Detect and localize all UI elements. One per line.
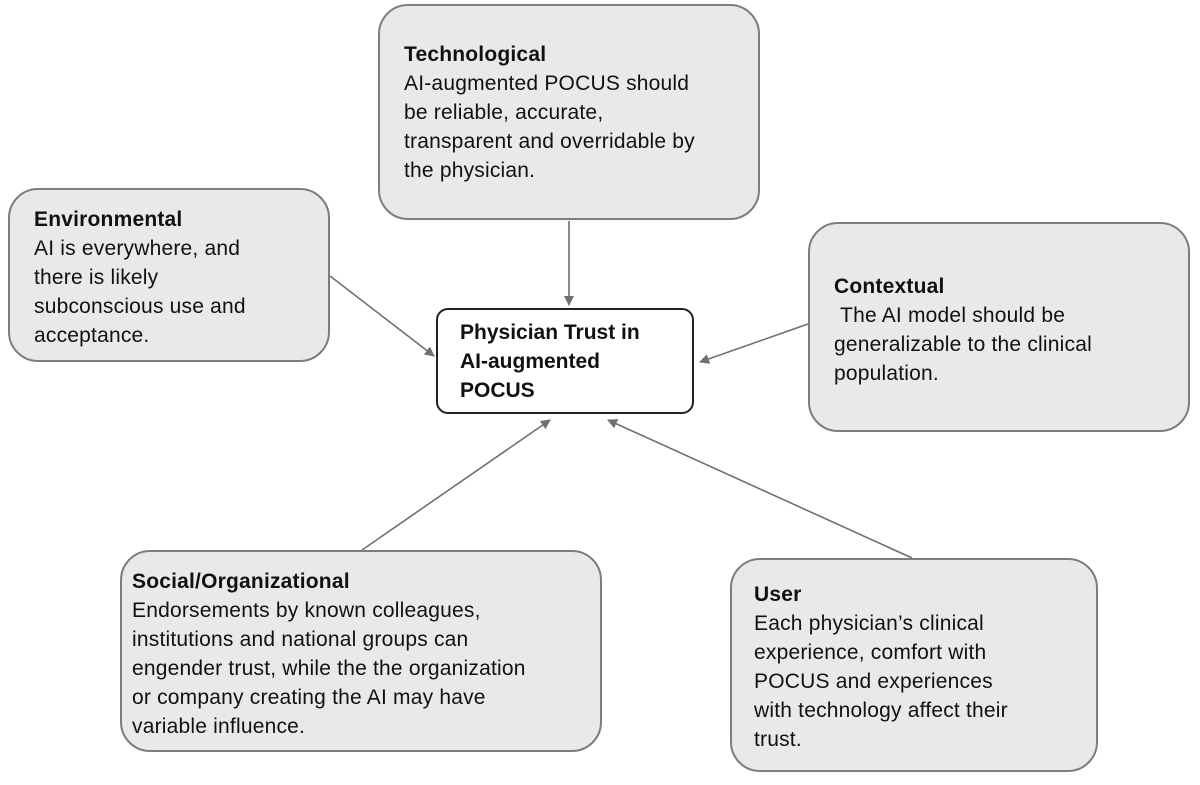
- technological-factor-box: Technological AI-augmented POCUS should …: [378, 4, 760, 220]
- arrow-environmental: [329, 275, 435, 357]
- environmental-title: Environmental: [34, 208, 183, 231]
- central-concept-box: Physician Trust in AI-augmented POCUS: [436, 308, 694, 414]
- user-title: User: [754, 583, 802, 606]
- social-organizational-factor-box: Social/Organizational Endorsements by kn…: [120, 550, 602, 752]
- user-factor-box: User Each physician’s clinical experienc…: [730, 558, 1098, 772]
- environmental-factor-box: Environmental AI is everywhere, and ther…: [8, 188, 330, 362]
- contextual-factor-box: Contextual The AI model should be genera…: [808, 222, 1190, 432]
- social-organizational-title: Social/Organizational: [132, 570, 350, 593]
- environmental-body: AI is everywhere, and there is likely su…: [34, 237, 246, 347]
- user-body: Each physician’s clinical experience, co…: [754, 612, 1008, 751]
- arrow-user: [607, 419, 913, 559]
- technological-body: AI-augmented POCUS should be reliable, a…: [404, 72, 695, 182]
- arrow-social: [361, 419, 551, 551]
- arrow-contextual: [699, 323, 809, 364]
- contextual-body: The AI model should be generalizable to …: [834, 304, 1092, 385]
- contextual-title: Contextual: [834, 275, 945, 298]
- social-organizational-body: Endorsements by known colleagues, instit…: [132, 599, 526, 738]
- technological-title: Technological: [404, 43, 547, 66]
